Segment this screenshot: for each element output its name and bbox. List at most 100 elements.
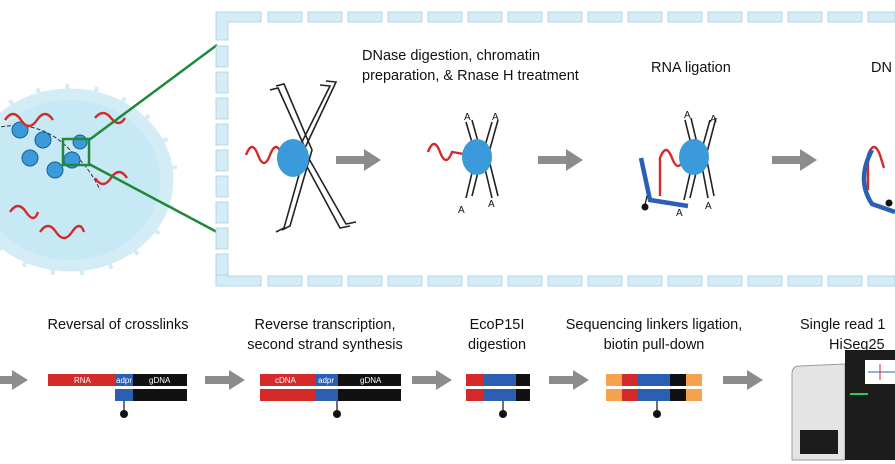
step-label-dna-ligation: DN (871, 60, 892, 76)
arrow-right-icon (723, 370, 763, 390)
envelope-segment (307, 11, 343, 23)
a-overhang: A (710, 114, 717, 125)
construct-linker-ligated (606, 374, 702, 418)
envelope-segment (215, 45, 229, 68)
envelope-segment (215, 227, 229, 250)
rna-segment (48, 374, 115, 386)
bottom-process-arrows (0, 370, 763, 390)
envelope-segment (867, 275, 895, 287)
dna-ligated-complex-partial (861, 145, 895, 215)
envelope-segment (215, 201, 229, 224)
biotin-tag (120, 410, 128, 418)
sequencer-instrument (791, 350, 895, 461)
sequencer-side-slot (800, 430, 838, 454)
adaptor-segment (115, 389, 133, 401)
biotin-tag (885, 199, 893, 207)
cdna-segment (260, 389, 316, 401)
envelope-segment (427, 11, 463, 23)
a-overhang: A (684, 110, 691, 121)
cdna-segment (622, 374, 638, 386)
gdna-segment (670, 374, 686, 386)
a-overhang: A (705, 201, 712, 212)
chromatin-fiber (0, 125, 101, 191)
panel-bottom-dashes (267, 275, 895, 287)
gdna-segment (133, 389, 187, 401)
arrow-right-icon (205, 370, 245, 390)
envelope-segment (787, 275, 823, 287)
zoom-panel-border (215, 11, 895, 287)
zoom-line-top (88, 43, 218, 142)
biotin-tag (653, 410, 661, 418)
envelope-segment (427, 275, 463, 287)
adaptor-segment (316, 389, 338, 401)
a-overhang: A (492, 112, 499, 123)
envelope-segment (587, 275, 623, 287)
step-label-linkers-line1: Sequencing linkers ligation, (566, 317, 743, 333)
cdna-segment (622, 389, 638, 401)
envelope-segment (707, 275, 743, 287)
envelope-segment (507, 275, 543, 287)
envelope-segment (215, 97, 229, 120)
gdna-segment (133, 374, 187, 386)
adaptor-segment (638, 389, 670, 401)
envelope-segment (387, 275, 423, 287)
rna-label: RNA (74, 376, 92, 385)
step-label-sequencing-line1: Single read 1 (800, 317, 885, 333)
a-overhang: A (676, 208, 683, 219)
linker-segment (606, 389, 622, 401)
linker-segment (606, 374, 622, 386)
zoom-box (61, 137, 91, 167)
envelope-segment (215, 71, 229, 94)
protein-blob (679, 139, 709, 175)
digested-chromatin-complex: A A A A (426, 112, 499, 216)
rna-strand (244, 145, 293, 165)
cdna-segment (466, 389, 484, 401)
nucleus (0, 79, 183, 281)
gdna-segment (338, 374, 401, 386)
protein-blob (277, 139, 309, 177)
adaptor-segment (316, 374, 338, 386)
biotin-tag (641, 203, 649, 211)
linker-segment (686, 374, 702, 386)
step-label-linkers-line2: biotin pull-down (604, 337, 705, 353)
arrow-right-icon (336, 149, 381, 171)
envelope-segment (507, 11, 543, 23)
adpr-label: adpr (116, 376, 132, 385)
a-overhang: A (458, 205, 465, 216)
gdna-label: gDNA (149, 376, 171, 385)
construct-reverse-transcription: cDNA adpr gDNA (260, 374, 401, 418)
biotin-stalk (644, 195, 648, 206)
envelope-segment (467, 275, 503, 287)
adpr-label: adpr (318, 376, 334, 385)
envelope-segment (747, 275, 783, 287)
arrow-right-icon (0, 370, 28, 390)
envelope-segment (707, 11, 743, 23)
panel-top-dashes (267, 11, 895, 23)
envelope-segment (215, 253, 229, 276)
adaptor-segment (638, 374, 670, 386)
gdna-segment (516, 389, 530, 401)
arrow-right-icon (412, 370, 452, 390)
rna-ligated-complex: A A A A (638, 110, 717, 219)
envelope-segment (215, 149, 229, 172)
envelope-segment (307, 275, 343, 287)
envelope-segment (787, 11, 823, 23)
construct-reversal: RNA adpr gDNA (48, 374, 187, 418)
gdna-label: gDNA (360, 376, 382, 385)
step-label-rna-ligation: RNA ligation (651, 60, 731, 76)
bridge-linker (861, 148, 895, 215)
biotin-tag (499, 410, 507, 418)
envelope-segment (387, 11, 423, 23)
zoom-line-bottom (88, 162, 218, 234)
step-label-rt-line1: Reverse transcription, (254, 317, 395, 333)
arrow-right-icon (772, 149, 817, 171)
gdna-segment (338, 389, 401, 401)
bridge-linker (638, 157, 689, 209)
protein-blob (462, 139, 492, 175)
envelope-segment (547, 275, 583, 287)
envelope-segment (587, 11, 623, 23)
envelope-segment (867, 11, 895, 23)
adaptor-segment (484, 389, 516, 401)
envelope-segment (467, 11, 503, 23)
step-label-reversal: Reversal of crosslinks (47, 317, 188, 333)
